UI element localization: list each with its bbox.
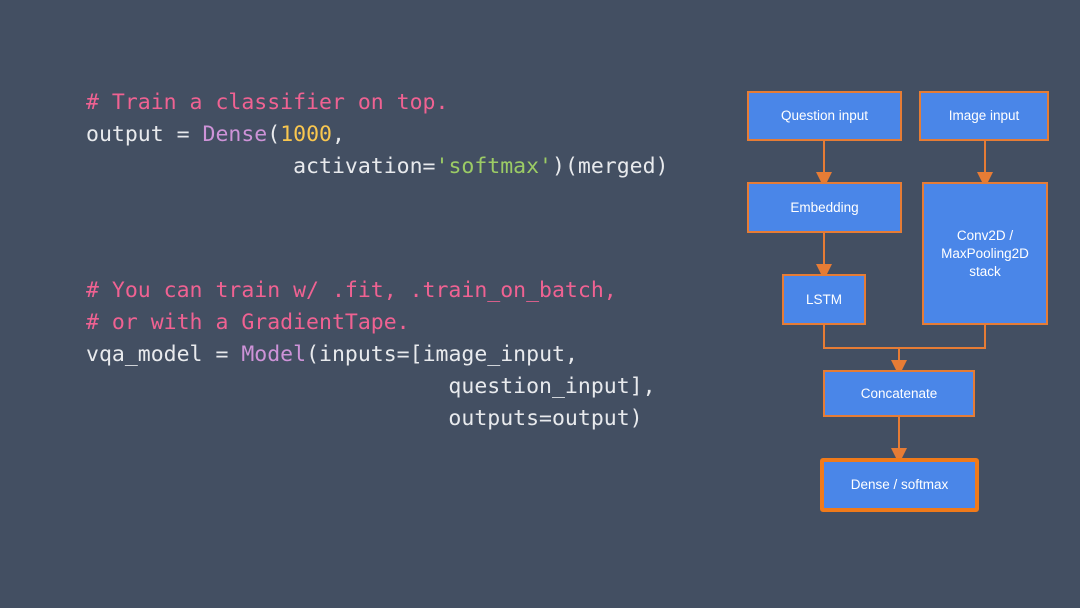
node-label: Dense / softmax	[850, 477, 949, 492]
node-label: Question input	[780, 108, 869, 123]
code-line: # or with a GradientTape.	[86, 307, 669, 339]
code-comment: # Train a classifier on top.	[86, 90, 449, 115]
code-text: (inputs=[image_input,	[306, 342, 578, 367]
code-text: output =	[86, 122, 203, 147]
code-line: # You can train w/ .fit, .train_on_batch…	[86, 275, 669, 307]
image-input-node: Image input	[919, 91, 1049, 141]
node-label: Conv2D / MaxPooling2D stack	[941, 227, 1029, 279]
code-line: outputs=output)	[86, 403, 669, 435]
code-line: output = Dense(1000,	[86, 119, 669, 151]
code-function: Model	[241, 342, 307, 367]
code-text: vqa_model =	[86, 342, 242, 367]
code-number: 1000	[280, 122, 332, 147]
code-string: 'softmax'	[435, 154, 553, 179]
dense-softmax-node: Dense / softmax	[820, 458, 979, 512]
edge-lstm-concat	[823, 325, 899, 349]
code-text: ,	[331, 122, 345, 147]
code-text: (	[267, 122, 281, 147]
code-line: # Train a classifier on top.	[86, 87, 669, 119]
node-label: Concatenate	[860, 385, 938, 401]
embedding-node: Embedding	[747, 182, 902, 233]
conv-stack-node: Conv2D / MaxPooling2D stack	[922, 182, 1048, 325]
code-text: )(merged)	[552, 154, 669, 179]
lstm-node: LSTM	[782, 274, 866, 325]
code-comment: # or with a GradientTape.	[86, 310, 410, 335]
code-function: Dense	[202, 122, 268, 147]
node-label: Image input	[948, 108, 1020, 123]
code-text: outputs=output)	[86, 406, 643, 431]
edge-conv-concat	[899, 325, 986, 349]
node-label: Embedding	[790, 199, 859, 215]
code-text: activation=	[293, 154, 436, 179]
code-comment: # You can train w/ .fit, .train_on_batch…	[86, 278, 617, 303]
concatenate-node: Concatenate	[823, 370, 975, 417]
node-label: LSTM	[805, 291, 842, 307]
code-line: vqa_model = Model(inputs=[image_input,	[86, 339, 669, 371]
code-line: activation='softmax')(merged)	[86, 151, 669, 183]
code-snippet: # Train a classifier on top. output = Den…	[86, 87, 669, 435]
code-line: question_input],	[86, 371, 669, 403]
code-text: question_input],	[86, 374, 656, 399]
question-input-node: Question input	[747, 91, 902, 141]
